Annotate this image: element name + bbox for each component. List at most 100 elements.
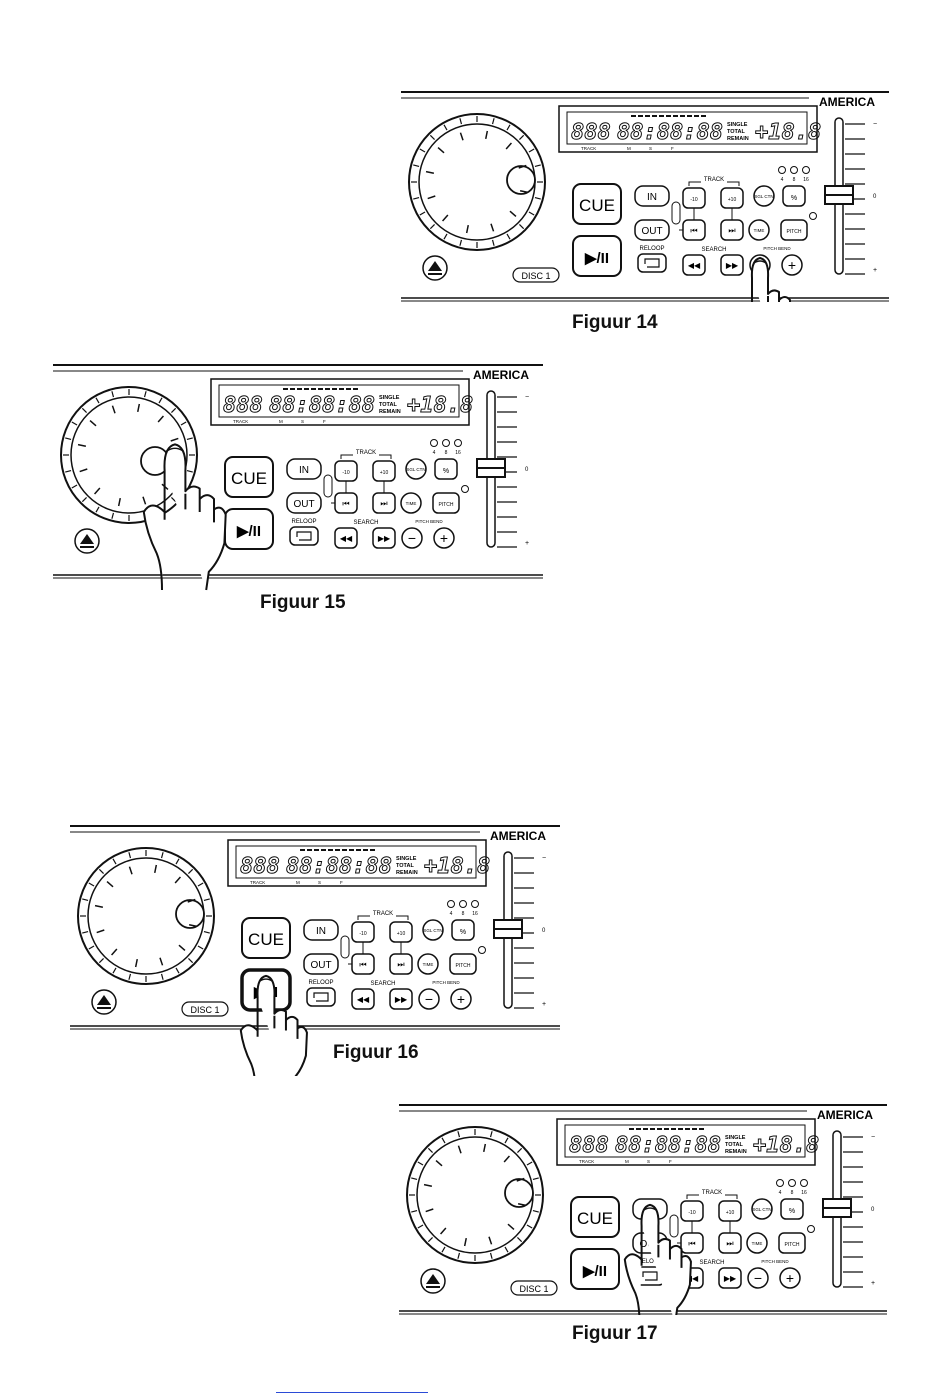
fader-minus-label: − xyxy=(873,121,877,128)
jog-wheel-outer xyxy=(406,1126,544,1264)
reloop-button xyxy=(306,987,336,1007)
figure-15-caption: Figuur 15 xyxy=(260,592,346,613)
pitch-range-led xyxy=(447,900,455,908)
display-pitch-value: +18.8 xyxy=(755,120,821,145)
cue-button xyxy=(224,456,274,498)
in-button xyxy=(634,185,670,207)
figure-17-caption: Figuur 17 xyxy=(572,1323,658,1344)
pitch-bend-minus-button xyxy=(401,527,423,549)
time-label: TIME xyxy=(754,228,765,233)
jog-wheel-dimple xyxy=(504,1178,534,1208)
display-mode-total: TOTAL xyxy=(379,402,397,408)
fader-plus-label: + xyxy=(542,1001,546,1008)
sgl-ctn-button xyxy=(422,919,444,941)
display-track-digits: 888 xyxy=(571,120,611,145)
display-mode-total: TOTAL xyxy=(396,863,414,869)
disc-label-box xyxy=(181,1001,229,1017)
search-forward-button xyxy=(718,1267,742,1289)
pitch-bend-label: PITCH BEND xyxy=(415,519,443,524)
fader-zero-label: 0 xyxy=(542,928,546,934)
pitch-range-label: 16 xyxy=(801,1190,807,1196)
next-track-icon: ⏭ xyxy=(728,226,735,235)
forward-icon: ▶▶ xyxy=(395,995,408,1004)
fader-plus-label: + xyxy=(871,1280,875,1287)
percent-label: % xyxy=(460,929,466,936)
reloop-icon xyxy=(642,1271,658,1281)
display-mode-single: SINGLE xyxy=(396,856,417,862)
reloop-text: RELOOP xyxy=(639,246,664,252)
loop-indicator xyxy=(340,935,350,959)
fader-minus-label: − xyxy=(542,855,546,862)
hand-touching-jog-wheel xyxy=(142,443,227,591)
lcd-display xyxy=(558,105,818,153)
display-mode-remain: REMAIN xyxy=(396,870,418,876)
time-button xyxy=(746,1232,768,1254)
cue-button xyxy=(572,183,622,225)
play-pause-button xyxy=(572,235,622,277)
reloop-icon xyxy=(644,258,660,268)
pitch-bend-minus-label: − xyxy=(408,530,416,546)
next-track-icon: ⏭ xyxy=(726,1239,733,1248)
time-button xyxy=(748,219,770,241)
pitch-range-label: 16 xyxy=(803,177,809,183)
out-button xyxy=(634,219,670,241)
sgl-ctn-label: SGL CTN xyxy=(752,1207,771,1212)
brand-logo: AMERICA xyxy=(817,1108,873,1122)
pitch-range-label: 4 xyxy=(450,911,453,917)
in-button xyxy=(286,458,322,480)
hand-pressing-pitch-bend-minus xyxy=(750,257,791,302)
display-track-digits: 888 xyxy=(569,1133,609,1158)
footer-link-underline[interactable] xyxy=(276,1392,428,1393)
reloop-button xyxy=(289,526,319,546)
display-sub-label: S xyxy=(649,146,652,151)
percent-label: % xyxy=(791,195,797,202)
display-sub-label: M xyxy=(627,146,631,151)
pitch-led xyxy=(809,212,817,220)
disc-label: DISC 1 xyxy=(190,1005,219,1015)
percent-label: % xyxy=(443,468,449,475)
fader-minus-label: − xyxy=(871,1134,875,1141)
disc-label: DISC 1 xyxy=(519,1284,548,1294)
pitch-range-label: 8 xyxy=(793,177,796,183)
in-label: IN xyxy=(316,926,326,937)
prev-track-icon: ⏮ xyxy=(359,960,366,969)
track-minus-10-label: -10 xyxy=(359,931,366,937)
loop-indicator xyxy=(323,474,333,498)
display-sub-label: F xyxy=(340,880,343,885)
percent-button xyxy=(434,458,458,480)
pitch-led xyxy=(478,946,486,954)
lcd-display xyxy=(227,839,487,887)
pitch-range-led xyxy=(471,900,479,908)
figure-16-caption: Figuur 16 xyxy=(333,1042,419,1063)
jog-wheel-outer xyxy=(408,113,546,251)
eject-icon xyxy=(80,534,94,544)
prev-track-icon: ⏮ xyxy=(690,226,697,235)
in-button xyxy=(303,919,339,941)
display-sub-label: TRACK xyxy=(581,146,596,151)
pitch-range-led xyxy=(778,166,786,174)
display-time-digits: 88:88:88 xyxy=(617,120,723,145)
display-mode-remain: REMAIN xyxy=(727,136,749,142)
sgl-ctn-label: SGL CTN xyxy=(423,928,442,933)
disc-label: DISC 1 xyxy=(521,271,550,281)
display-time-digits: 88:88:88 xyxy=(269,393,375,418)
search-label: SEARCH xyxy=(699,1260,724,1266)
eject-icon xyxy=(426,1274,440,1284)
pitch-bend-minus-button xyxy=(418,988,440,1010)
pitch-range-led xyxy=(802,166,810,174)
search-label: SEARCH xyxy=(370,981,395,987)
reloop-text: RELOOP xyxy=(308,980,333,986)
search-rewind-button xyxy=(334,527,358,549)
percent-button xyxy=(451,919,475,941)
track-minus-10-label: -10 xyxy=(342,470,349,476)
reloop-icon xyxy=(296,531,312,541)
pitch-range-label: 8 xyxy=(462,911,465,917)
search-rewind-button xyxy=(682,254,706,276)
display-pitch-value: +18.8 xyxy=(424,854,490,879)
pitch-bend-plus-label: + xyxy=(786,1270,794,1286)
forward-icon: ▶▶ xyxy=(724,1274,737,1283)
search-forward-button xyxy=(372,527,396,549)
